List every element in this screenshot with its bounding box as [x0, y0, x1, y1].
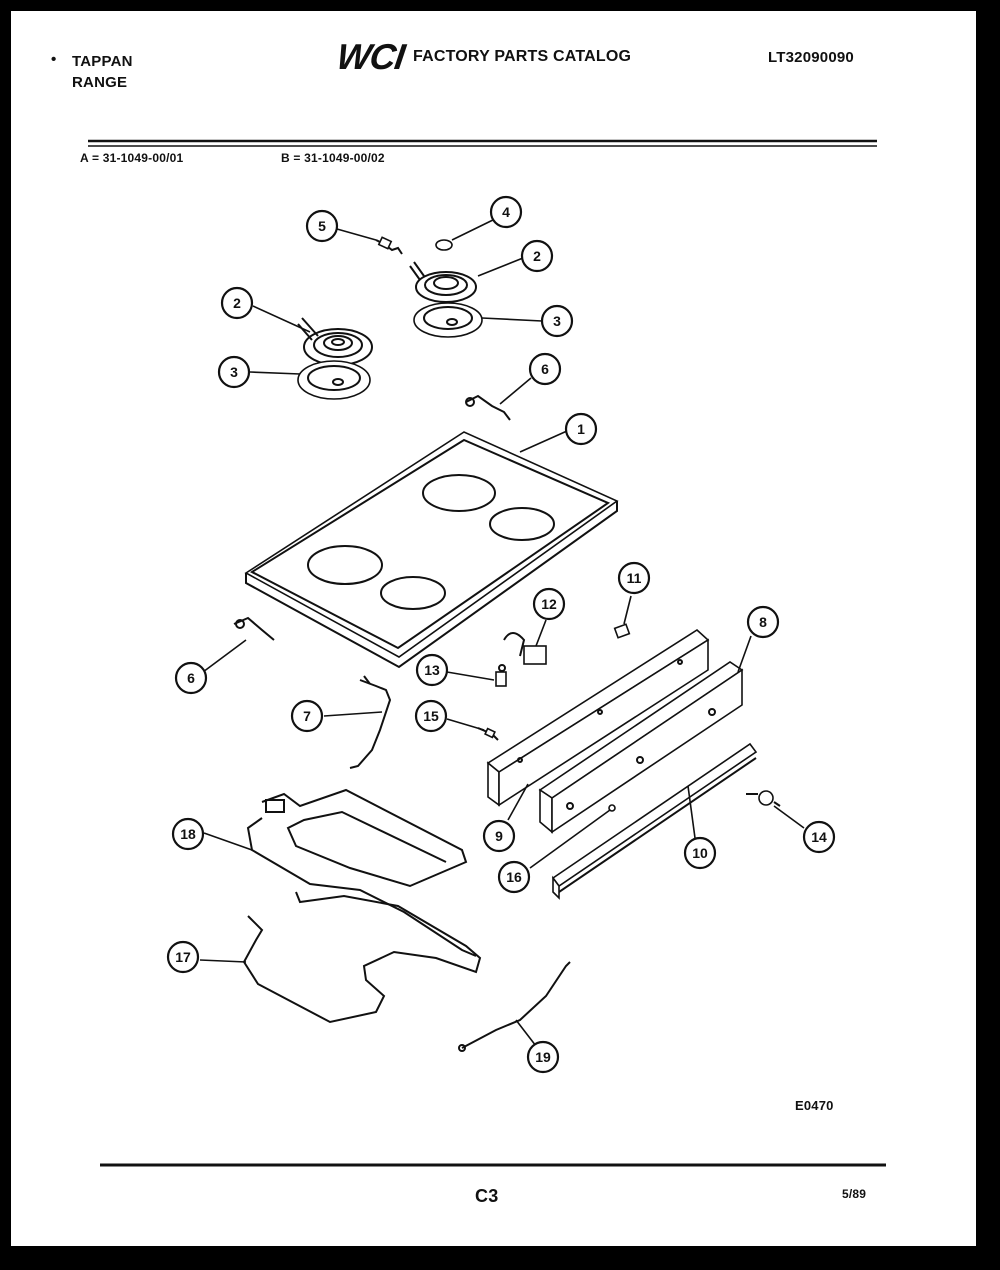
svg-text:15: 15	[423, 708, 439, 724]
svg-text:8: 8	[759, 614, 767, 630]
catalog-number: LT32090090	[768, 49, 854, 66]
callout-7: 7	[290, 699, 324, 733]
svg-text:6: 6	[541, 361, 549, 377]
hinge-bracket-lower	[233, 616, 275, 641]
svg-text:9: 9	[495, 828, 503, 844]
leader-lines	[199, 217, 805, 1047]
svg-text:3: 3	[553, 313, 561, 329]
product-type: RANGE	[72, 74, 128, 91]
variant-a-label: A = 31-1049-00/01	[80, 151, 184, 165]
svg-text:18: 18	[180, 826, 196, 842]
catalog-title: FACTORY PARTS CATALOG	[413, 48, 632, 65]
surface-element-right	[409, 261, 477, 303]
callout-10: 10	[683, 836, 717, 870]
callout-13: 13	[415, 653, 449, 687]
svg-text:12: 12	[541, 596, 557, 612]
svg-text:13: 13	[424, 662, 440, 678]
indicator-light	[746, 790, 781, 807]
svg-text:4: 4	[502, 204, 510, 220]
wire-lead	[458, 961, 571, 1052]
svg-text:2: 2	[533, 248, 541, 264]
svg-text:17: 17	[175, 949, 191, 965]
svg-text:7: 7	[303, 708, 311, 724]
variant-b-label: B = 31-1049-00/02	[281, 151, 385, 165]
callout-5: 5	[305, 209, 339, 243]
callout-11: 11	[617, 561, 651, 595]
callout-2-left: 2	[220, 286, 254, 320]
callout-6-upper: 6	[528, 352, 562, 386]
surface-element-left	[297, 317, 373, 366]
drip-bowl-left	[297, 360, 371, 400]
callout-3-left: 3	[217, 355, 251, 389]
hinge-bracket-upper	[465, 394, 511, 421]
page-number: C3	[475, 1186, 499, 1206]
svg-text:11: 11	[627, 570, 642, 586]
callout-17: 17	[166, 940, 200, 974]
svg-text:2: 2	[233, 295, 241, 311]
svg-text:19: 19	[535, 1049, 551, 1065]
callout-8: 8	[746, 605, 780, 639]
callout-4: 4	[489, 195, 523, 229]
screw	[608, 804, 616, 812]
date-code: 5/89	[842, 1187, 867, 1201]
wire-harness	[349, 675, 392, 769]
wci-logo: WCI	[334, 36, 407, 77]
svg-text:1: 1	[577, 421, 585, 437]
callout-18: 18	[171, 817, 205, 851]
cooktop-main-top	[244, 431, 619, 669]
trim-ring-small	[435, 239, 453, 251]
svg-text:5: 5	[318, 218, 326, 234]
control-panel-front	[486, 628, 710, 807]
control-panel-back	[538, 661, 744, 834]
infinite-switch	[503, 632, 547, 665]
callout-14: 14	[802, 820, 836, 854]
svg-text:6: 6	[187, 670, 195, 686]
diagram-code: E0470	[795, 1098, 834, 1113]
terminal-block	[375, 236, 403, 255]
svg-text:10: 10	[692, 845, 708, 861]
bullet-mark: •	[51, 51, 57, 68]
indicator-switch	[495, 664, 507, 687]
broil-element	[246, 788, 477, 957]
trim-strip	[551, 742, 758, 900]
svg-text:16: 16	[506, 869, 522, 885]
callout-16: 16	[497, 860, 531, 894]
switch-small	[613, 623, 631, 639]
brand-name: TAPPAN	[72, 53, 133, 70]
drip-bowl-right	[413, 302, 483, 338]
svg-text:14: 14	[811, 829, 827, 845]
callout-9: 9	[482, 819, 516, 853]
callout-15: 15	[414, 699, 448, 733]
callout-2-right: 2	[520, 239, 554, 273]
bake-element	[242, 891, 482, 1024]
callout-1: 1	[564, 412, 598, 446]
callout-19: 19	[526, 1040, 560, 1074]
callout-3-right: 3	[540, 304, 574, 338]
callout-12: 12	[532, 587, 566, 621]
callout-6-lower: 6	[174, 661, 208, 695]
svg-text:3: 3	[230, 364, 238, 380]
